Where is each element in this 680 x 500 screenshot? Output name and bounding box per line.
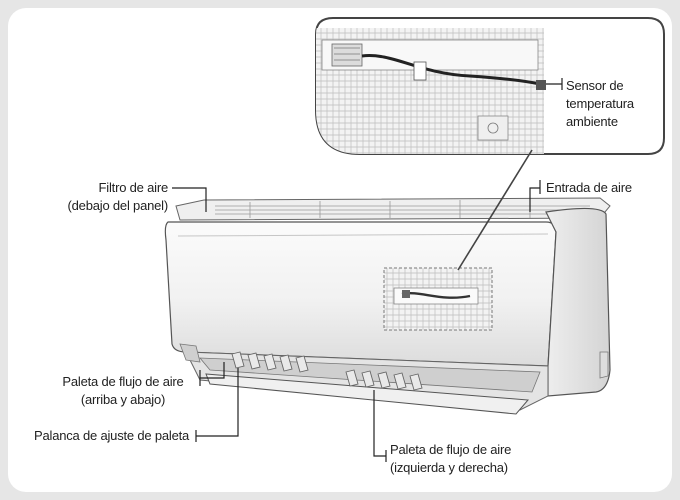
label-vane-up-down: Paleta de flujo de aire (arriba y abajo): [62, 374, 184, 407]
label-air-intake: Entrada de aire: [546, 180, 632, 195]
sensor-callout-bubble: [315, 17, 665, 271]
label-ambient-temperature-sensor: Sensor de temperatura ambiente: [566, 78, 634, 129]
indoor-unit: [164, 197, 611, 415]
magnified-sensor-view: [316, 28, 546, 154]
label-air-filter: Filtro de aire (debajo del panel): [67, 180, 169, 213]
side-cap: [545, 207, 611, 397]
vertical-louvers-left: [231, 351, 309, 373]
label-vane-left-right: Paleta de flujo de aire (izquierda y der…: [390, 442, 512, 475]
leader-lines: [172, 78, 563, 462]
front-panel: [164, 221, 557, 367]
sensor-cutaway: [383, 267, 493, 331]
top-grille-slats: [215, 200, 594, 218]
vertical-louvers-right: [345, 369, 423, 391]
horizontal-vane: [205, 373, 530, 415]
label-vane-adjust-lever: Palanca de ajuste de paleta: [34, 428, 190, 443]
